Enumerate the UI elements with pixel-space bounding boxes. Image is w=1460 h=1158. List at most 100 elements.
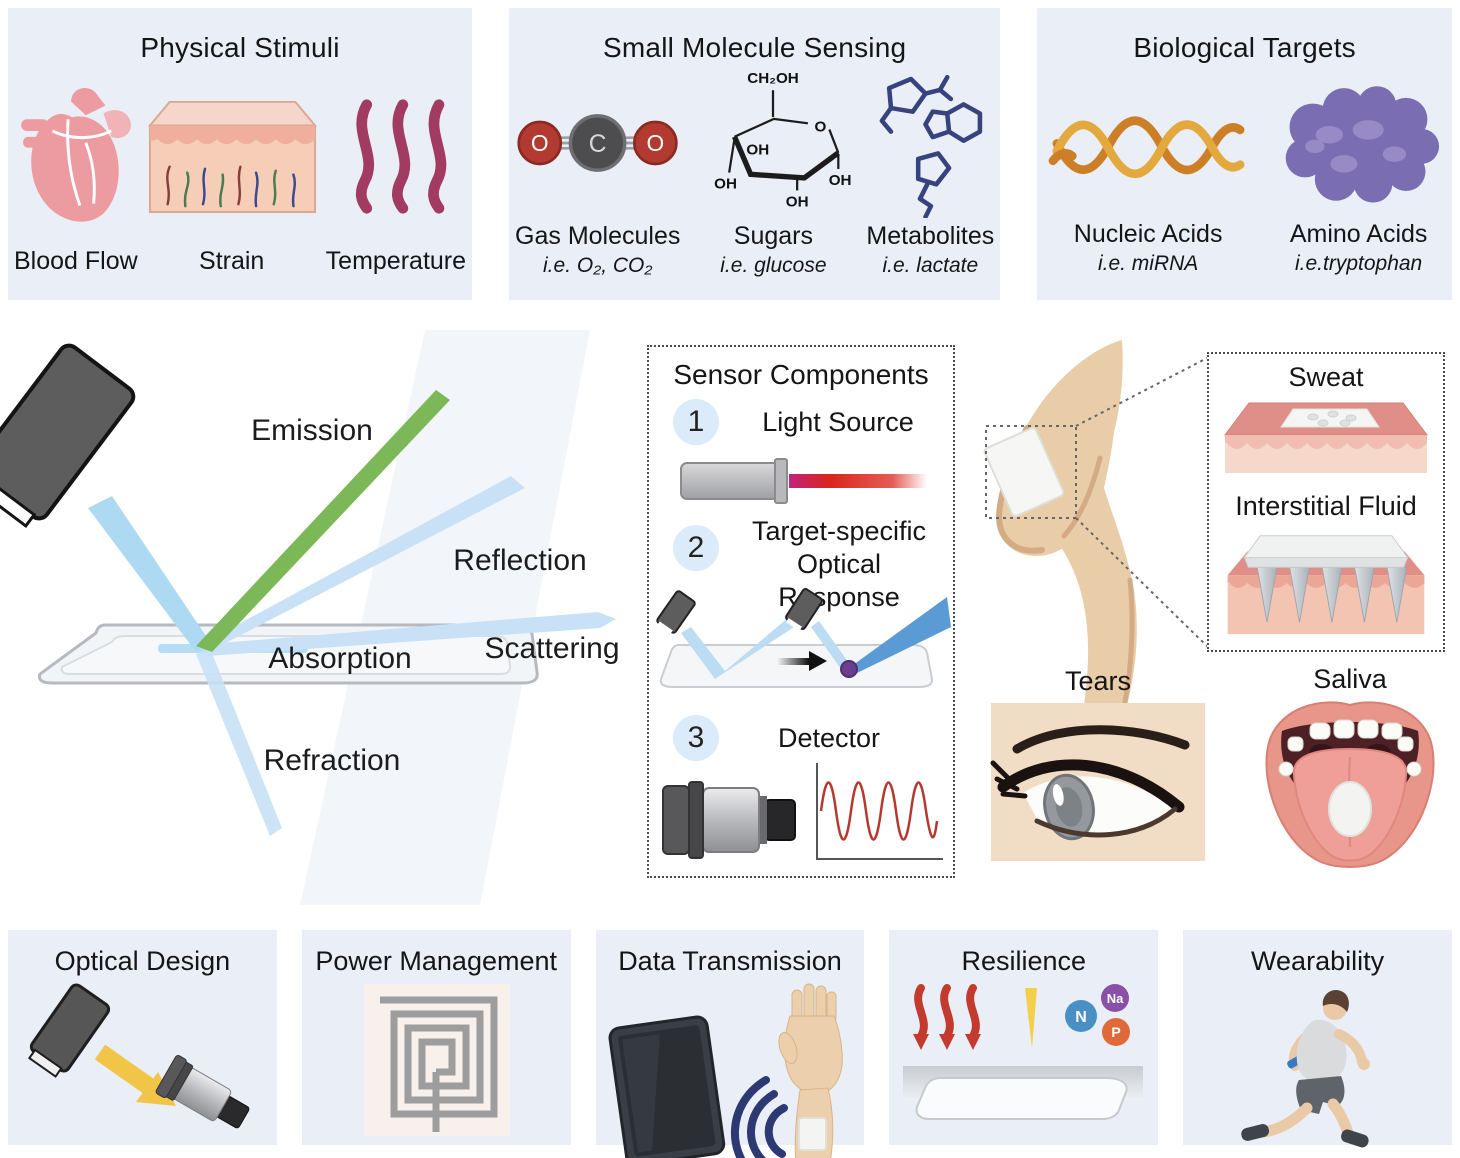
panel-resilience: Resilience N Na P	[889, 930, 1159, 1145]
ion-circle	[1101, 984, 1130, 1012]
item-gas-molecules: O C O Gas Molecules i.e. O₂, CO₂	[515, 64, 680, 302]
arm-with-patch-illustration	[972, 340, 1212, 710]
refraction-label: Refraction	[264, 744, 401, 777]
step-1-label: Light Source	[762, 407, 914, 437]
mini-light-source-icon	[656, 590, 696, 635]
item-sublabel: i.e. miRNA	[1097, 252, 1199, 275]
item-sublabel: i.e. O₂, CO₂	[543, 254, 653, 277]
arrow-icon	[809, 651, 827, 671]
panel-title: Optical Design	[54, 946, 231, 976]
item-label: Amino Acids	[1289, 220, 1428, 248]
item-sugars: CH₂OH O OH OH OH OH Sugars i.e. glucose	[688, 64, 858, 302]
atom-o-right: O	[646, 130, 664, 156]
light-wedge-background	[300, 330, 590, 905]
reflection-label: Reflection	[453, 544, 586, 577]
panel-title: Wearability	[1251, 946, 1385, 976]
refraction-beam	[196, 648, 282, 836]
mini-light-source-icon	[785, 588, 823, 631]
tablet-icon	[608, 1015, 725, 1158]
step-2-number: 2	[673, 525, 719, 571]
atom-c: C	[588, 131, 606, 158]
sensor-components-title: Sensor Components	[673, 359, 929, 390]
wearable-patch	[983, 427, 1065, 517]
ion-p-label: P	[1112, 1024, 1121, 1040]
metabolite-structures-icon	[871, 64, 989, 222]
panel-title: Data Transmission	[618, 946, 842, 976]
item-label: Strain	[199, 247, 265, 275]
heat-waves-icon	[341, 64, 451, 247]
ion-n-label: N	[1076, 1009, 1088, 1026]
contact-lens-icon	[1043, 773, 1095, 841]
panel-wearability: Wearability	[1183, 930, 1452, 1148]
emission-beam	[196, 390, 450, 652]
scattering-beam	[208, 612, 616, 656]
top-row: Physical Stimuli	[8, 8, 1452, 300]
panel-title: Small Molecule Sensing	[603, 32, 907, 63]
coil-antenna-illustration	[363, 984, 510, 1136]
step-3-number: 3	[673, 715, 719, 761]
item-sublabel: i.e.tryptophan	[1294, 252, 1423, 275]
interstitial-fluid-label: Interstitial Fluid	[1235, 491, 1417, 521]
zoom-region-box	[985, 425, 1077, 519]
incident-beam	[88, 496, 210, 652]
saliva-section: Saliva	[1250, 664, 1450, 874]
item-amino-acids: Amino Acids i.e.tryptophan	[1276, 64, 1441, 300]
light-source-icon	[27, 983, 111, 1078]
heart-icon	[17, 64, 135, 247]
item-label: Metabolites	[866, 222, 995, 250]
item-metabolites: Metabolites i.e. lactate	[866, 64, 994, 302]
bottom-row: Optical Design Power Management	[8, 930, 1452, 1158]
co2-molecule-icon: O C O	[517, 64, 679, 222]
step-1-number: 1	[673, 399, 719, 445]
item-label: Temperature	[325, 247, 467, 275]
item-label: Blood Flow	[14, 247, 138, 275]
step-3-label: Detector	[777, 723, 881, 753]
saliva-label: Saliva	[1313, 664, 1387, 694]
panel-power-management: Power Management	[301, 930, 571, 1145]
runner-illustration	[1241, 989, 1371, 1148]
optical-interactions-diagram: Emission Reflection Absorption Scatterin…	[0, 330, 645, 910]
protein-blob-icon	[1276, 64, 1441, 220]
panel-physical-stimuli: Physical Stimuli	[8, 8, 473, 300]
dna-helix-icon	[1048, 64, 1248, 220]
item-sublabel: i.e. lactate	[882, 254, 979, 277]
item-temperature: Temperature	[326, 64, 466, 300]
atom-o-left: O	[531, 130, 549, 156]
glucose-oh-label: OH	[786, 194, 809, 211]
optical-response-illustration	[656, 588, 951, 688]
light-source-icon	[0, 343, 136, 529]
glucose-oh-label: OH	[829, 172, 852, 189]
patch-tray	[915, 1077, 1129, 1120]
glucose-ch2oh-label: CH₂OH	[748, 70, 800, 87]
scattered-cone-beam	[853, 597, 951, 673]
laser-pointer-icon	[680, 458, 927, 504]
item-blood-flow: Blood Flow	[14, 64, 138, 300]
microneedle-patch-illustration	[1227, 535, 1425, 635]
ion-circle	[1065, 1000, 1098, 1032]
heat-arrows-icon	[914, 984, 981, 1040]
detector-icon	[155, 1055, 250, 1129]
skin-cross-section-icon	[146, 64, 318, 247]
panel-title: Physical Stimuli	[140, 32, 340, 63]
item-nucleic-acids: Nucleic Acids i.e. miRNA	[1048, 64, 1248, 300]
biofluid-detail-box: Sweat Interstitial Fluid	[1207, 352, 1445, 652]
tongue-sensor	[1328, 781, 1372, 837]
item-label: Gas Molecules	[515, 222, 681, 250]
item-label: Sugars	[733, 222, 813, 250]
item-strain: Strain	[146, 64, 318, 300]
item-label: Nucleic Acids	[1073, 220, 1223, 248]
panel-data-transmission: Data Transmission	[595, 930, 865, 1158]
tears-section: Tears	[988, 666, 1208, 870]
target-analyte-dot	[840, 660, 858, 678]
ion-circle	[1102, 1018, 1131, 1046]
emission-label: Emission	[251, 414, 373, 447]
mouth-illustration	[1265, 701, 1435, 869]
zoom-connector-line	[1075, 355, 1212, 427]
light-wedge-icon	[1025, 988, 1038, 1048]
panel-optical-design: Optical Design	[8, 930, 277, 1145]
panel-biological-targets: Biological Targets Nucleic Acids i.	[1037, 8, 1452, 300]
panel-title: Power Management	[315, 946, 558, 976]
absorption-label: Absorption	[268, 642, 411, 675]
reflection-beam	[202, 476, 525, 650]
